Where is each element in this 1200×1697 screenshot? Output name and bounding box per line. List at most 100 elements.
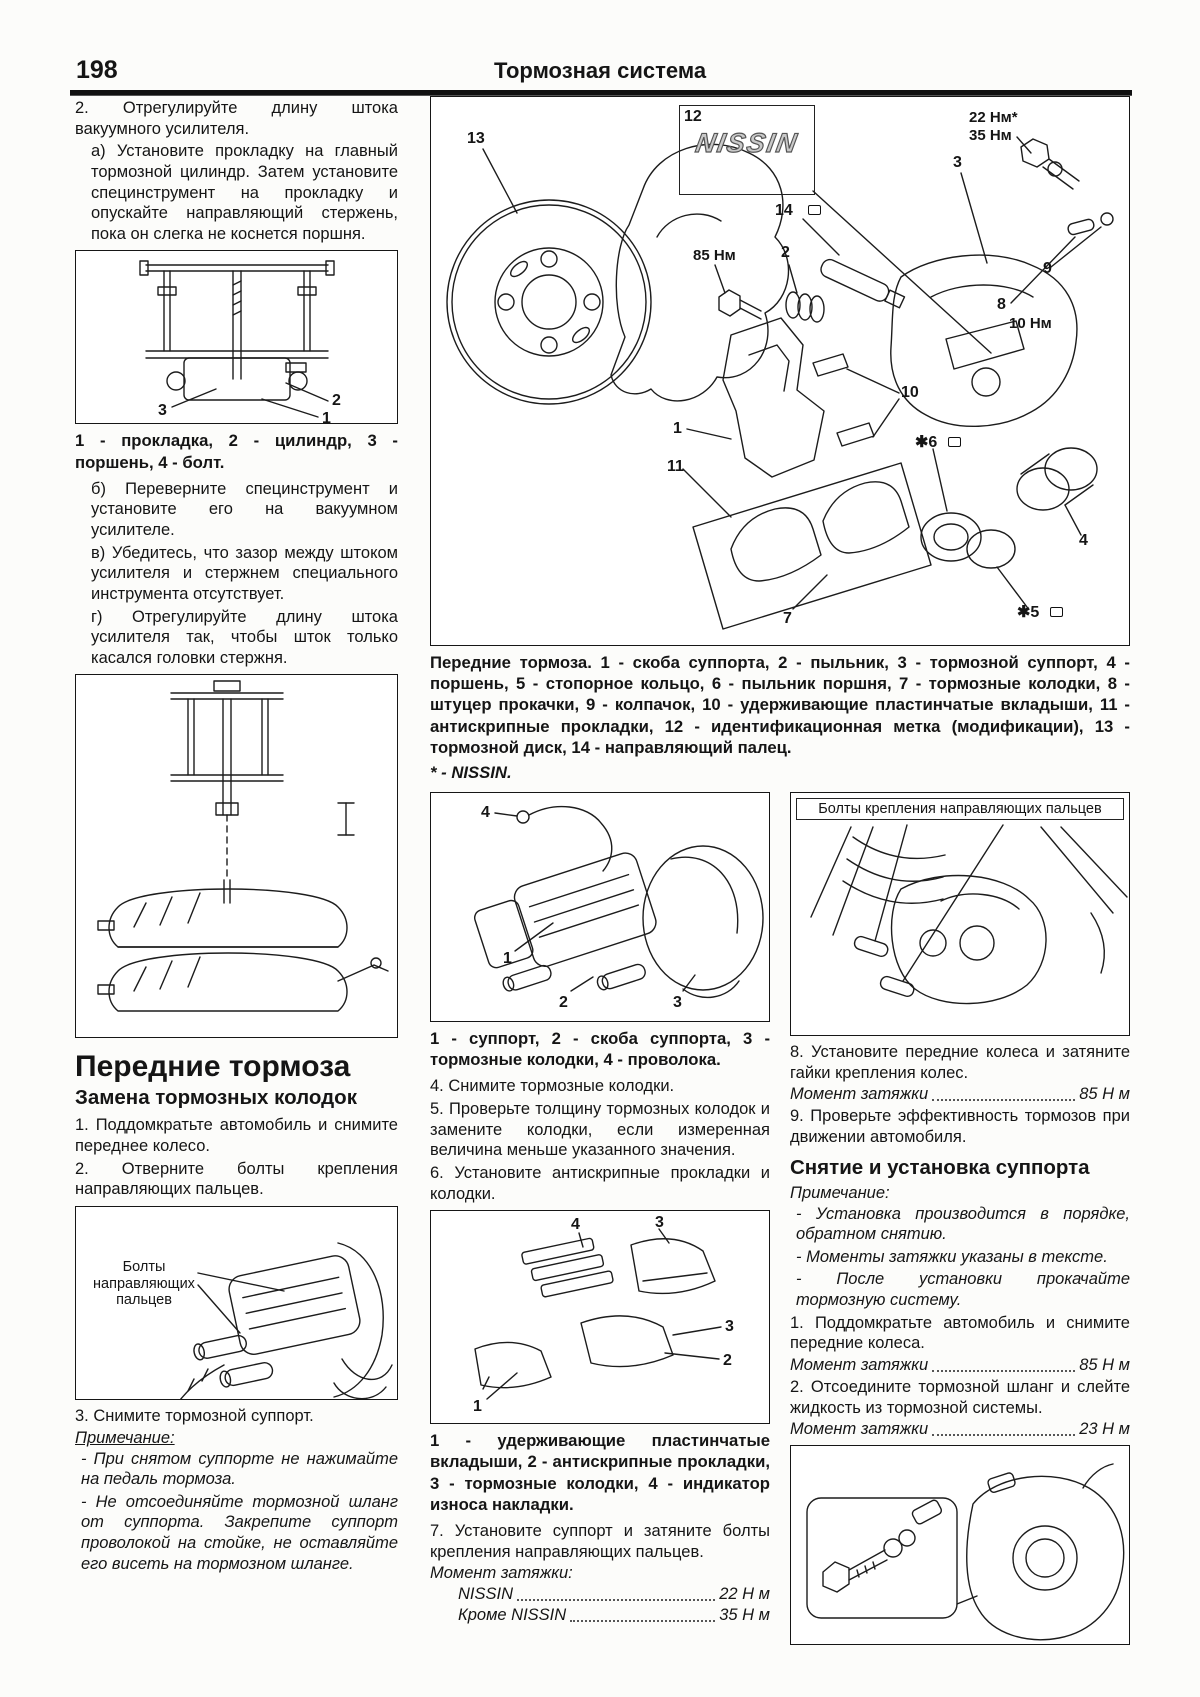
middle-column: 4 1 2 3 1 - суппорт, 2 - скоба суппорта,… — [430, 792, 770, 1627]
paragraph-step9: 9. Проверьте эффективность тормозов при … — [790, 1107, 1130, 1146]
header-rule — [70, 90, 1132, 96]
figure-label: 3 — [673, 994, 682, 1011]
figure-label: ✱6 — [915, 434, 938, 451]
dot-leader — [932, 1099, 1076, 1102]
torque-row-label: NISSIN — [458, 1585, 514, 1604]
figure-label: 2 — [332, 392, 341, 410]
figure-label: 8 — [997, 296, 1006, 313]
section-heading-caliper-removal: Снятие и установка суппорта — [790, 1155, 1090, 1179]
figure-caption-caliper: 1 - суппорт, 2 - скоба суппорта, 3 - тор… — [430, 1029, 770, 1070]
torque-value: 85 Н м — [1079, 1355, 1130, 1374]
figure-label: 2 — [559, 994, 568, 1011]
torque-label: 22 Нм* — [969, 109, 1018, 126]
page-number: 198 — [76, 56, 118, 84]
grease-icon — [1050, 607, 1063, 617]
torque-label: 85 Нм — [693, 247, 736, 264]
left-column: 2. Отрегулируйте длину штока вакуумного … — [75, 98, 398, 1576]
paragraph-r-step2: 2. Отсоедините тормозной шланг и слейте … — [790, 1377, 1130, 1417]
section-heading-front-brakes: Передние тормоза — [75, 1050, 351, 1084]
note-item: - Не отсоединяйте тормозной шланг от суп… — [81, 1492, 398, 1573]
dot-leader — [932, 1434, 1076, 1437]
torque-value: 85 Н м — [1079, 1085, 1130, 1104]
figure-label: 7 — [783, 610, 792, 627]
figure-annotation-guide-pin-bolts: Болты крепления направляющих пальцев — [796, 798, 1124, 820]
paragraph-step2: 2. Отрегулируйте длину штока вакуумного … — [75, 99, 398, 138]
paragraph-step1f: 1. Поддомкратьте автомобиль и снимите пе… — [75, 1116, 398, 1156]
figure-label: 11 — [667, 458, 684, 475]
caliper-removal-drawing — [179, 1242, 393, 1399]
torque-row-label: Кроме NISSIN — [458, 1606, 567, 1625]
note-title: Примечание: — [75, 1428, 175, 1447]
figure-label: 14 — [775, 202, 793, 219]
torque-line: Момент затяжки 85 Н м — [790, 1356, 1130, 1375]
right-column: Болты крепления направляющих пальцев 8. … — [790, 792, 1130, 1651]
figure-label: 3 — [655, 1214, 664, 1232]
paragraph-step8: 8. Установите передние колеса и затяните… — [790, 1043, 1130, 1082]
paragraph-step3f: 3. Снимите тормозной суппорт. — [75, 1406, 314, 1425]
figure-caption-tool: 1 - прокладка, 2 - цилиндр, 3 - поршень,… — [75, 431, 398, 472]
pads-and-shims-drawing — [474, 1228, 722, 1400]
main-figure-caption: Передние тормоза. 1 - скоба суппорта, 2 … — [430, 653, 1130, 757]
caliper-wired-drawing — [473, 805, 764, 999]
figure-caliper-on-vehicle: Болты крепления направляющих пальцев — [790, 792, 1130, 1036]
torque-label: 10 Нм — [1009, 315, 1052, 332]
paragraph-r-step1: 1. Поддомкратьте автомобиль и снимите пе… — [790, 1313, 1130, 1353]
torque-label: Момент затяжки — [790, 1355, 929, 1374]
note-item: - При снятом суппорте не нажимайте на пе… — [81, 1449, 398, 1489]
main-figure-footnote: * - NISSIN. — [430, 763, 512, 783]
figure-label: 9 — [1043, 260, 1052, 277]
front-brakes-exploded-drawing — [446, 136, 1114, 630]
dot-leader — [517, 1599, 716, 1602]
figure-label: 4 — [1079, 532, 1088, 549]
figure-annotation-guide-bolts: Болты направляющих пальцев — [93, 1258, 195, 1309]
paragraph-step7: 7. Установите суппорт и затяните болты к… — [430, 1521, 770, 1561]
torque-row: NISSIN 22 Н м — [430, 1585, 770, 1604]
special-tool-drawing — [139, 260, 335, 419]
torque-row: Кроме NISSIN 35 Н м — [430, 1606, 770, 1625]
figure-pads-and-shims: 4 3 3 2 1 — [430, 1210, 770, 1425]
figure-label: 1 — [473, 1398, 482, 1416]
figure-label: 4 — [571, 1216, 580, 1234]
paragraph-step2g: г) Отрегулируйте длину штока усилителя т… — [91, 607, 398, 667]
torque-value: 23 Н м — [1079, 1420, 1130, 1439]
dot-leader — [932, 1369, 1076, 1372]
figure-caliper-removal: Болты направляющих пальцев — [75, 1205, 398, 1400]
torque-row-value: 35 Н м — [719, 1606, 770, 1625]
figure-special-tool: 3 2 1 — [75, 250, 398, 425]
nissin-logo: NISSIN — [693, 127, 802, 158]
figure-label: 2 — [723, 1352, 732, 1370]
figure-vacuum-booster — [75, 674, 398, 1039]
figure-front-brakes-exploded: 12 NISSIN 13 22 Нм* 35 Нм 3 14 85 Нм 2 9… — [430, 96, 1130, 646]
figure-label: 2 — [781, 244, 790, 261]
page-title: Тормозная система — [493, 58, 707, 83]
paragraph-step6: 6. Установите антискрипные прокладки и к… — [430, 1163, 770, 1203]
torque-title: Момент затяжки: — [430, 1564, 573, 1583]
figure-brake-hose-bolt — [790, 1445, 1130, 1646]
vacuum-booster-drawing — [97, 680, 389, 1013]
figure-caption-pads: 1 - удерживающие пластинчатые вкладыши, … — [430, 1431, 770, 1514]
note-item: - Моменты затяжки указаны в тексте. — [796, 1247, 1108, 1266]
grease-icon — [808, 205, 821, 215]
figure-label: 1 — [322, 410, 331, 425]
torque-label: Момент затяжки — [790, 1420, 929, 1439]
note-title: Примечание: — [790, 1183, 890, 1202]
figure-label: 4 — [481, 804, 490, 821]
note-item: - Установка производится в порядке, обра… — [796, 1204, 1130, 1244]
torque-label: 35 Нм — [969, 127, 1012, 144]
subsection-heading-pad-replacement: Замена тормозных колодок — [75, 1086, 357, 1110]
figure-label: 12 — [684, 108, 702, 125]
figure-label: 1 — [503, 950, 512, 967]
figure-label: 10 — [901, 384, 919, 401]
figure-label: 13 — [467, 130, 485, 147]
caliper-on-vehicle-drawing — [810, 824, 1128, 1005]
torque-line: Момент затяжки 85 Н м — [790, 1085, 1130, 1104]
paragraph-step5: 5. Проверьте толщину тормозных колодок и… — [430, 1100, 770, 1160]
torque-label: Момент затяжки — [790, 1085, 929, 1104]
figure-label: 3 — [953, 154, 962, 171]
paragraph-step2b: б) Переверните специнструмент и установи… — [91, 479, 398, 540]
figure-label: 1 — [673, 420, 682, 437]
torque-row-value: 22 Н м — [719, 1585, 770, 1604]
brake-hose-bolt-drawing — [806, 1463, 1125, 1641]
figure-caliper-wired: 4 1 2 3 — [430, 792, 770, 1022]
